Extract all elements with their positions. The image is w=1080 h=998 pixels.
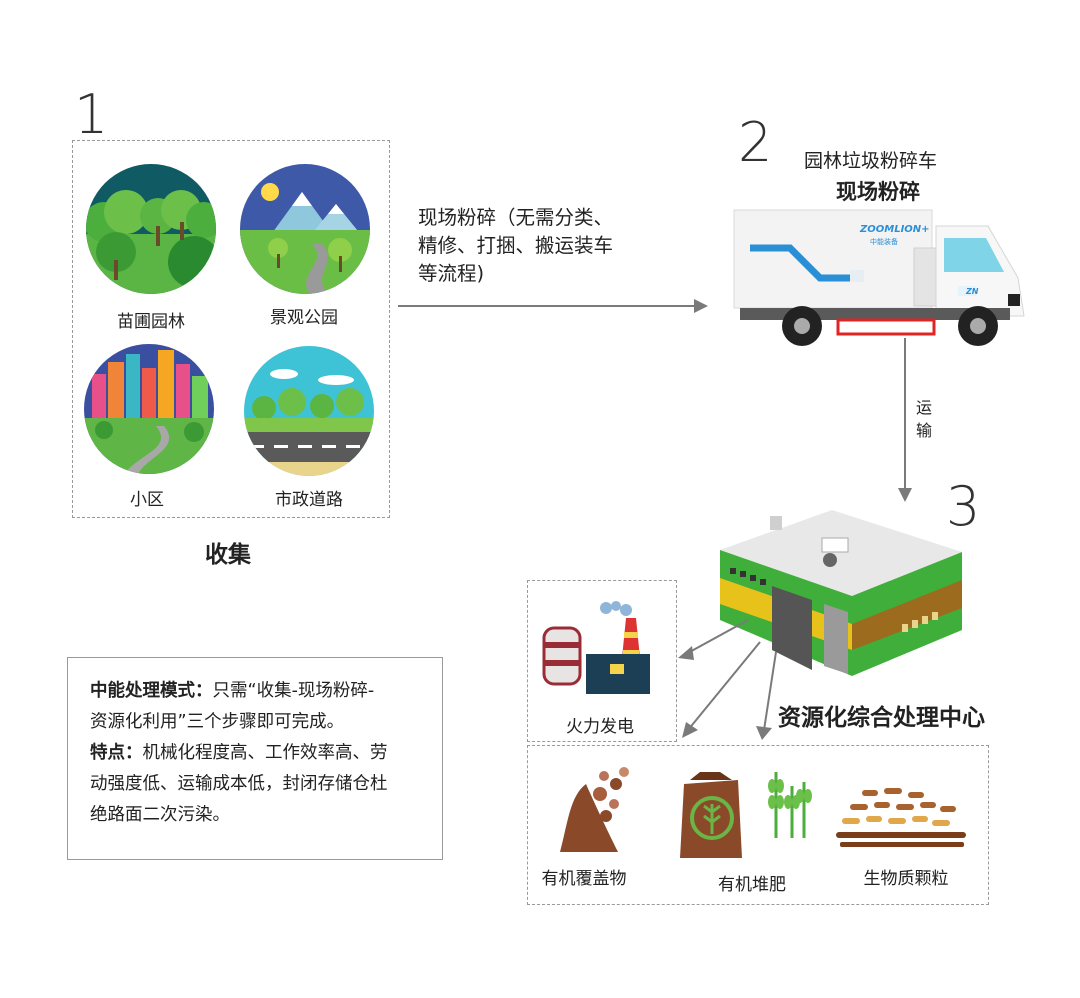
biomass-pellets-icon xyxy=(836,788,966,847)
note-mode-line-2: 资源化利用”三个步骤即可完成。 xyxy=(90,712,345,732)
residential-community-illustration xyxy=(84,344,214,474)
output-label-mulch: 有机覆盖物 xyxy=(541,869,627,889)
collect-item-label: 小区 xyxy=(130,490,164,510)
note-feature-line-2: 动强度低、运输成本低，封闭存储仓杜 xyxy=(90,774,388,794)
center-title: 资源化综合处理中心 xyxy=(778,705,985,731)
collect-title: 收集 xyxy=(205,542,251,568)
products-output-box xyxy=(527,745,989,905)
crush-process-text: 现场粉碎（无需分类、 精修、打捆、搬运装车 等流程) xyxy=(418,204,613,288)
nursery-garden-illustration xyxy=(86,164,216,294)
transport-label: 运 输 xyxy=(916,396,932,442)
note-feature-text: 机械化程度高、工作效率高、劳 xyxy=(142,743,388,763)
truck-brand-sub-text: 中能装备 xyxy=(870,237,898,246)
step-number-1: 1 xyxy=(74,83,109,146)
power-plant-icon xyxy=(542,601,650,694)
municipal-road-illustration xyxy=(244,346,374,476)
note-feature-line-3: 绝路面二次污染。 xyxy=(90,805,230,825)
output-label-power: 火力发电 xyxy=(566,717,634,737)
note-feature-label: 特点： xyxy=(90,743,143,763)
crush-text-line: 精修、打捆、搬运装车 xyxy=(418,234,614,257)
crush-text-line: 等流程) xyxy=(418,262,485,285)
transport-label-char: 输 xyxy=(916,421,933,440)
arrow-crush-to-center xyxy=(898,338,912,502)
transport-label-char: 运 xyxy=(916,398,933,417)
organic-mulch-icon xyxy=(560,767,629,852)
truck-brand-text: ZOOMLION+ xyxy=(859,224,930,235)
collect-item-label: 市政道路 xyxy=(275,490,343,510)
process-note-box: 中能处理模式：只需“收集-现场粉碎- 资源化利用”三个步骤即可完成。 特点：机械… xyxy=(67,657,443,860)
step-number-2: 2 xyxy=(738,111,773,174)
processing-center-building xyxy=(720,510,962,676)
truck-label: 园林垃圾粉碎车 xyxy=(804,150,938,172)
output-label-pellets: 生物质颗粒 xyxy=(863,869,949,889)
truck-title: 现场粉碎 xyxy=(836,180,920,204)
landscape-park-illustration xyxy=(240,164,370,294)
output-label-compost: 有机堆肥 xyxy=(718,875,786,895)
truck-cab-logo: ZN xyxy=(965,287,979,296)
step-number-3: 3 xyxy=(946,475,981,538)
power-output-box xyxy=(527,580,677,742)
garden-waste-crusher-truck: ZOOMLION+ 中能装备 ZN xyxy=(733,209,1025,346)
crush-text-line: 现场粉碎（无需分类、 xyxy=(418,206,614,229)
note-mode-label: 中能处理模式： xyxy=(90,681,213,701)
collect-item-label: 苗圃园林 xyxy=(117,312,185,332)
organic-compost-icon xyxy=(680,772,812,858)
note-feature-line: 特点：机械化程度高、工作效率高、劳 xyxy=(90,738,442,769)
arrow-collect-to-crush xyxy=(398,299,708,313)
note-mode-line: 中能处理模式：只需“收集-现场粉碎- xyxy=(90,676,442,707)
collect-item-label: 景观公园 xyxy=(270,308,338,328)
output-arrows xyxy=(678,619,777,740)
collect-box xyxy=(72,140,390,518)
note-mode-text: 只需“收集-现场粉碎- xyxy=(212,681,375,701)
